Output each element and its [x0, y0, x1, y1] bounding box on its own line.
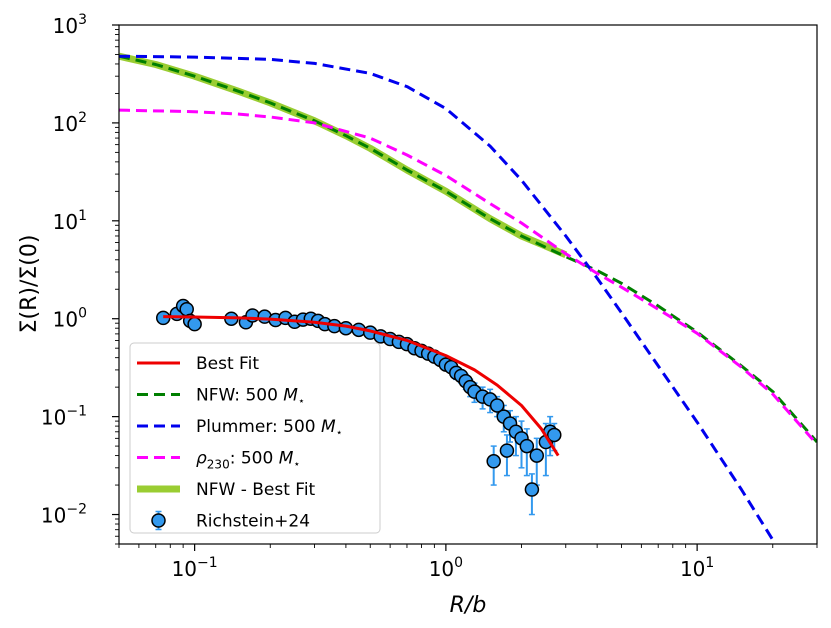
data-point: [547, 427, 562, 443]
y-axis-label: Σ(R)/Σ(0): [17, 235, 42, 334]
legend-marker: [151, 513, 166, 528]
data-point: [489, 398, 505, 413]
series-line-plummer-500-m: [119, 54, 775, 541]
x-tick-label: 100: [429, 555, 463, 581]
legend-label: NFW: 500 M⋆: [196, 386, 305, 408]
data-point: [499, 443, 515, 458]
plot-frame: [118, 24, 818, 545]
y-tick-label: 10−2: [41, 502, 87, 528]
x-tick-label: 10−1: [172, 555, 218, 581]
legend-label: NFW - Best Fit: [196, 480, 316, 500]
legend-item-230-500-m: ρ230: 500 M⋆: [137, 449, 300, 472]
data-point: [486, 454, 501, 469]
legend-label: Richstein+24: [196, 512, 310, 532]
x-axis-label: R/b: [450, 593, 487, 618]
y-tick-label: 103: [53, 12, 87, 38]
y-tick-label: 10−1: [41, 404, 87, 430]
series-line-best-fit: [163, 315, 560, 457]
series-layer: [119, 52, 817, 541]
data-point: [529, 448, 545, 463]
data-point: [519, 438, 535, 454]
legend-label: Plummer: 500 M⋆: [196, 417, 343, 439]
series-line-nfw-500-m: [119, 54, 817, 443]
y-tick-label: 101: [53, 208, 87, 234]
y-tick-label: 100: [53, 306, 87, 332]
legend-item-nfw-500-m: NFW: 500 M⋆: [137, 386, 305, 408]
legend-item-nfw-best-fit: NFW - Best Fit: [137, 480, 316, 500]
legend-item-best-fit: Best Fit: [137, 354, 259, 374]
legend-item-plummer-500-m: Plummer: 500 M⋆: [137, 417, 343, 439]
y-tick-label: 102: [53, 110, 87, 136]
x-tick-label: 101: [680, 555, 714, 581]
legend-label: Best Fit: [196, 354, 259, 374]
legend-item-richstein-24: Richstein+24: [151, 510, 310, 532]
data-point: [187, 316, 202, 332]
legend-label: ρ230: 500 M⋆: [196, 449, 300, 472]
legend-box: [129, 342, 381, 534]
series-line-230-500-m: [119, 108, 817, 446]
data-point: [524, 482, 540, 497]
